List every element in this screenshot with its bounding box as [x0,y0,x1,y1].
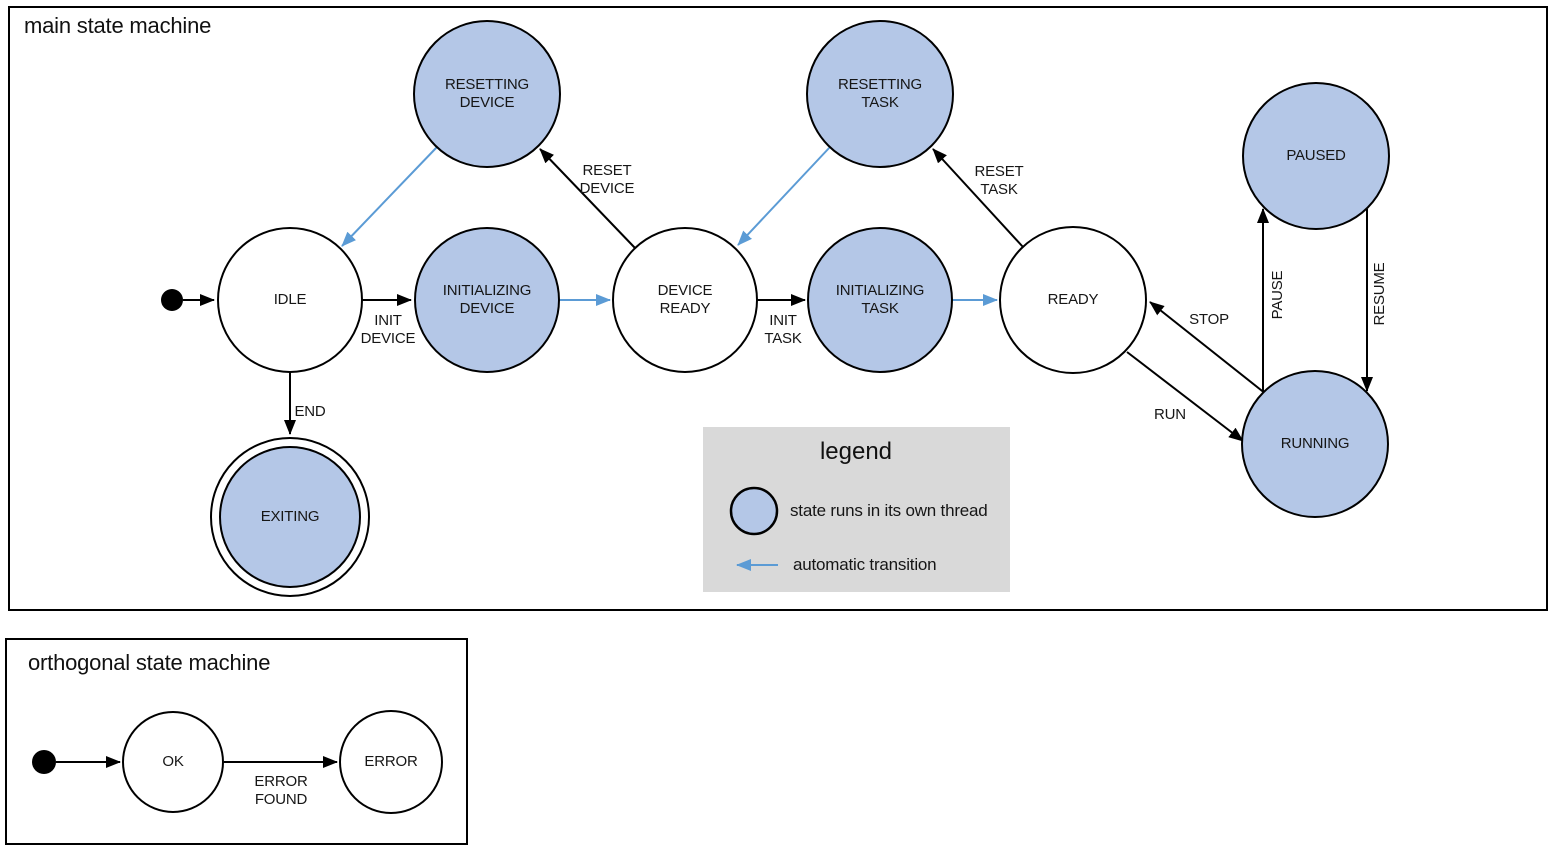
state-ready-label: READY [1047,291,1099,308]
transition-end-label: END [294,403,326,420]
state-initializing-task [807,227,953,373]
transition-resume-label: RESUME [1371,262,1388,326]
state-ok [122,711,224,813]
orthogonal-initial-state-dot [32,750,56,774]
state-resetting-task [806,20,954,168]
transition-reset-task-arrow [932,148,1024,248]
legend-automatic-item-label: automatic transition [793,555,937,574]
transition-error-found-label: ERROR FOUND [254,773,308,808]
automatic-transition-resetting-device-to-idle-arrow [341,146,438,247]
state-paused [1242,82,1390,230]
state-exiting-label: EXITING [260,508,320,525]
orthogonal-state-machine-panel [5,638,468,845]
legend-threaded-state-icon [729,486,779,536]
state-initializing-task-label: INITIALIZING TASK [835,282,925,317]
initial-state-dot [161,289,183,311]
legend-title: legend [819,438,893,465]
state-exiting [219,446,361,588]
transition-run-arrow [1126,351,1244,442]
state-ok-label: OK [162,753,184,770]
state-idle-label: IDLE [273,291,307,308]
state-idle [217,227,363,373]
state-paused-label: PAUSED [1286,147,1346,164]
main-panel-title: main state machine [24,13,212,38]
transition-pause-label: PAUSE [1269,270,1286,320]
transition-reset-task-label: RESET TASK [974,163,1024,198]
state-initializing-device-label: INITIALIZING DEVICE [442,282,532,317]
transition-stop-label: STOP [1189,311,1229,328]
state-resetting-device [413,20,561,168]
transition-stop-arrow [1149,301,1267,395]
transition-reset-device-label: RESET DEVICE [579,162,635,197]
state-error-label: ERROR [364,753,418,770]
transition-init-task-label: INIT TASK [764,312,802,347]
automatic-transition-resetting-task-to-device-ready-arrow [737,146,831,246]
state-device-ready [612,227,758,373]
transition-reset-device-arrow [539,148,636,249]
state-error [339,710,443,814]
state-resetting-device-label: RESETTING DEVICE [444,76,530,111]
transition-run-label: RUN [1154,406,1186,423]
main-state-machine-panel [8,6,1548,611]
orthogonal-panel-title: orthogonal state machine [28,650,271,675]
transition-init-device-label: INIT DEVICE [360,312,416,347]
legend-threaded-item-label: state runs in its own thread [790,501,988,520]
state-ready [999,226,1147,374]
state-running-label: RUNNING [1280,435,1350,452]
state-initializing-device [414,227,560,373]
state-device-ready-label: DEVICE READY [657,282,713,317]
state-resetting-task-label: RESETTING TASK [837,76,923,111]
state-running [1241,370,1389,518]
